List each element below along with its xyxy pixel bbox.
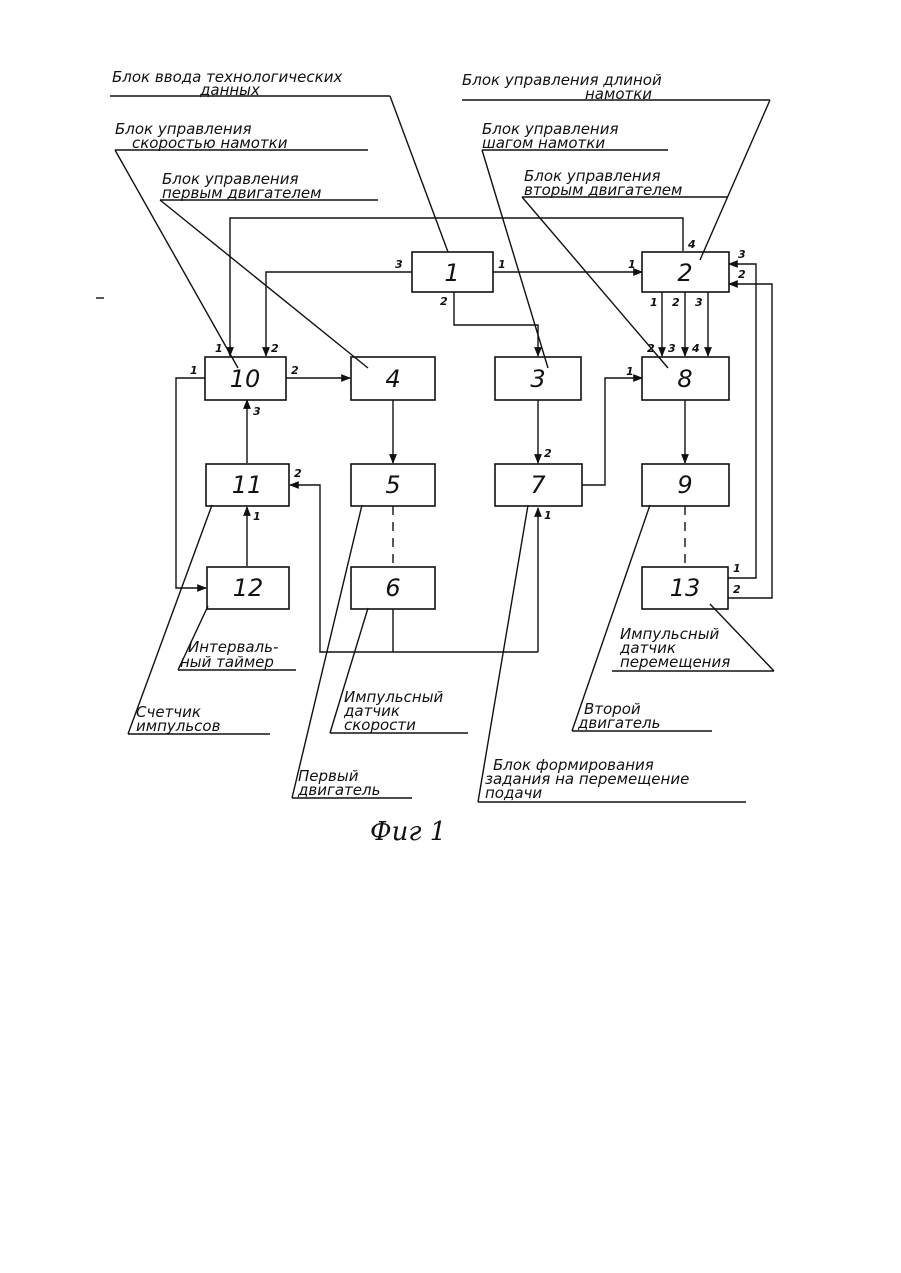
block-5: 5 xyxy=(351,464,435,506)
port: 2 xyxy=(733,583,741,596)
label-displacement-sensor: Импульсный датчик перемещения xyxy=(612,604,774,671)
block-4-number: 4 xyxy=(385,365,400,393)
label-line: перемещения xyxy=(620,653,730,671)
label-line: двигатель xyxy=(577,714,660,732)
label-length-block: Блок управления длиной намотки xyxy=(462,71,662,103)
block-5-number: 5 xyxy=(385,471,400,499)
port: 3 xyxy=(695,296,703,309)
block-4: 4 xyxy=(351,357,435,400)
label-line: скоростью намотки xyxy=(132,134,288,152)
port: 1 xyxy=(628,258,636,271)
block-6: 6 xyxy=(351,567,435,609)
label-line: данных xyxy=(199,81,260,99)
label-second-motor: Второй двигатель xyxy=(572,505,712,732)
block-1: 1 xyxy=(412,252,493,292)
port: 1 xyxy=(215,342,223,355)
port: 3 xyxy=(738,248,746,261)
label-counter: Счетчик импульсов xyxy=(128,505,270,735)
port: 4 xyxy=(691,342,700,355)
block-2: 2 xyxy=(642,252,729,292)
figure-caption: Фиг 1 xyxy=(370,817,446,847)
label-speed-sensor: Импульсный датчик скорости xyxy=(330,608,468,734)
label-input-block: Блок ввода технологических данных xyxy=(112,68,342,99)
port: 1 xyxy=(626,365,634,378)
block-11-number: 11 xyxy=(232,471,263,499)
label-line: двигатель xyxy=(297,781,380,799)
block-13-number: 13 xyxy=(670,574,701,602)
port: 2 xyxy=(294,467,302,480)
label-line: импульсов xyxy=(136,717,221,735)
port: 2 xyxy=(440,295,448,308)
port: 3 xyxy=(253,405,261,418)
label-line: скорости xyxy=(344,716,416,734)
port: 1 xyxy=(253,510,261,523)
port: 3 xyxy=(668,342,676,355)
block-8-number: 8 xyxy=(677,365,692,393)
block-7-number: 7 xyxy=(530,471,546,499)
block-12: 12 xyxy=(207,567,289,609)
port: 1 xyxy=(650,296,658,309)
port: 2 xyxy=(738,268,746,281)
label-motor1-block: Блок управления первым двигателем xyxy=(162,170,321,202)
port: 4 xyxy=(687,238,696,251)
block-9-number: 9 xyxy=(677,471,692,499)
label-motor2-block: Блок управления вторым двигателем xyxy=(524,167,682,199)
label-line: вторым двигателем xyxy=(524,181,682,199)
port: 3 xyxy=(395,258,403,271)
label-line: первым двигателем xyxy=(162,184,321,202)
port: 1 xyxy=(733,562,741,575)
block-7: 7 xyxy=(495,464,582,506)
block-13: 13 xyxy=(642,567,728,609)
label-step-block: Блок управления шагом намотки xyxy=(482,120,619,152)
label-line: ный таймер xyxy=(180,653,274,671)
port: 1 xyxy=(544,509,552,522)
label-speed-block: Блок управления скоростью намотки xyxy=(115,120,288,152)
block-12-number: 12 xyxy=(233,574,264,602)
block-6-number: 6 xyxy=(385,574,400,602)
block-9: 9 xyxy=(642,464,729,506)
block-11: 11 xyxy=(206,464,289,506)
port: 2 xyxy=(672,296,680,309)
port: 1 xyxy=(190,364,198,377)
block-2-number: 2 xyxy=(677,259,692,287)
block-10-number: 10 xyxy=(230,365,261,393)
label-timer: Интерваль- ный таймер xyxy=(178,606,296,671)
block-1-number: 1 xyxy=(444,259,459,287)
label-line: шагом намотки xyxy=(482,134,605,152)
port: 2 xyxy=(271,342,279,355)
block-10: 10 xyxy=(205,357,286,400)
block-3: 3 xyxy=(495,357,581,400)
label-line: намотки xyxy=(585,85,652,103)
port: 1 xyxy=(498,258,506,271)
block-8: 8 xyxy=(642,357,729,400)
port: 2 xyxy=(647,342,655,355)
port: 2 xyxy=(544,447,552,460)
port: 2 xyxy=(291,364,299,377)
block-3-number: 3 xyxy=(530,365,545,393)
label-line: подачи xyxy=(485,784,542,802)
